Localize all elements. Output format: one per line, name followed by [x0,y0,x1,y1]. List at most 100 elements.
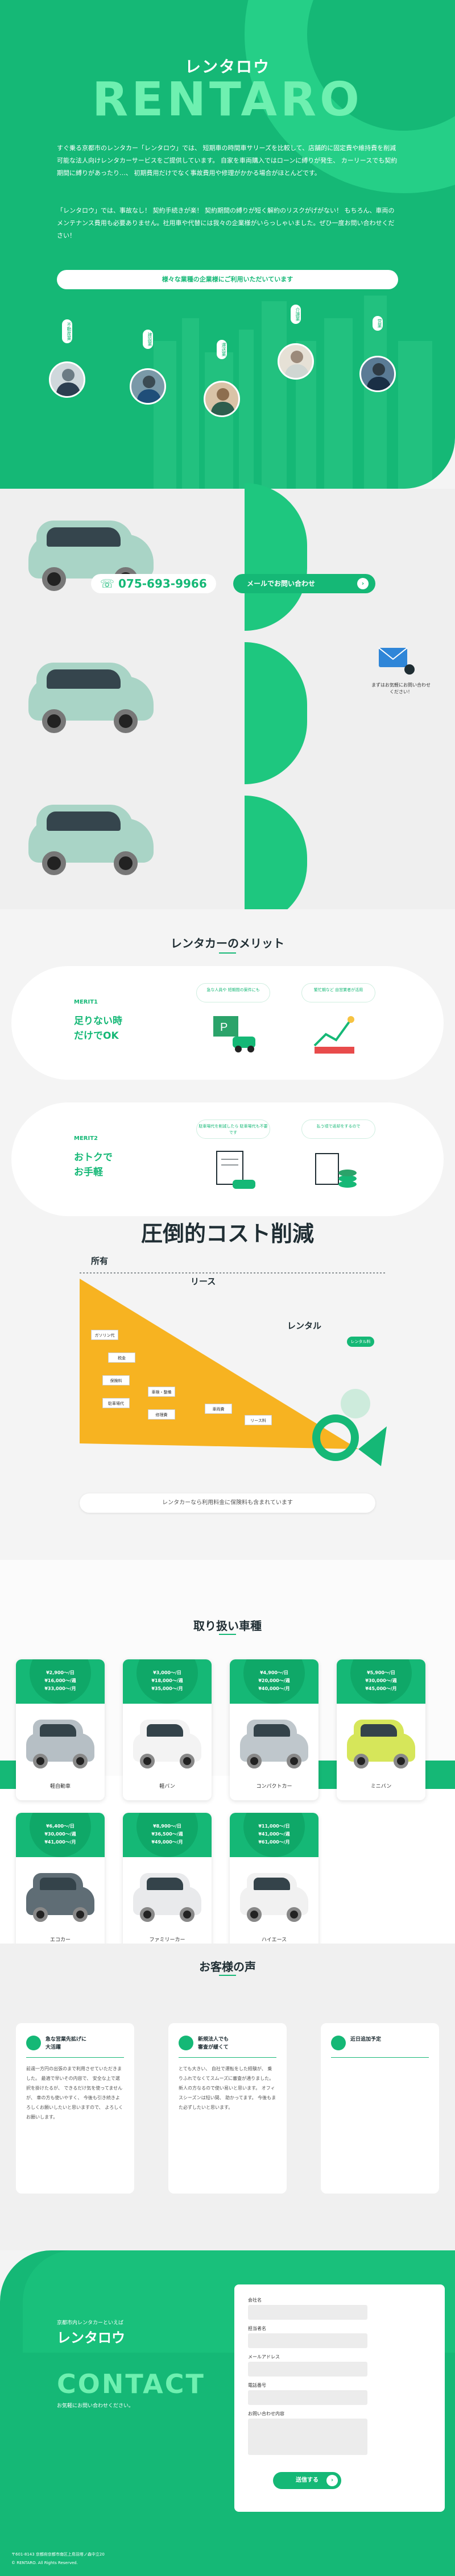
phone-number[interactable]: ☏ 075-693-9966 [91,574,216,593]
vehicle-name: ハイエース [261,1937,287,1943]
industry-photo [130,368,166,405]
mail-contact-button[interactable]: メールでお問い合わせ› [233,574,375,593]
cost-item: 保険料 [102,1375,130,1385]
field-label-company: 会社名 [248,2298,262,2303]
submit-button[interactable]: 送信する› [273,2472,341,2489]
cost-label-own: 所有 [91,1256,109,1266]
parking-illustration: P [213,1016,255,1052]
skyline-building [239,330,254,489]
vehicle-price: ¥20,000～/週 [258,1678,290,1683]
cost-item: 税金 [108,1352,135,1363]
hero-cta-pill[interactable]: 様々な業種の企業様にご利用いただいています [57,270,398,289]
vehicle-card: ¥3,000～/日¥18,000～/週¥35,000～/月軽バン [123,1659,212,1800]
voice-text: とても大きい、 自社で運転をした経験が、 乗りふれでなくてスムーズに審査が通りま… [179,2066,276,2110]
voice-text: 前週一方円の出張のまで利用させていただきました。 最適で早いその内容で、 安全な… [26,2066,123,2120]
vehicle-price: ¥41,000～/週 [258,1832,290,1837]
voice-title: 新規法人でも審査が緩くて [198,2037,229,2050]
merit-heading-line2: だけでOK [74,1030,119,1042]
field-label-message: お問い合わせ内容 [248,2411,284,2416]
phone-input[interactable] [248,2390,367,2405]
merit-heading-line1: 足りない時 [74,1016,122,1027]
contact-title: CONTACT [57,2369,205,2399]
vehicle-name: 軽自動車 [49,1784,71,1790]
contact-form: 会社名 担当者名 メールアドレス 電話番号 お問い合わせ内容 送信する› [234,2284,445,2512]
chart-illustration [313,1016,354,1054]
speech-bubble: 繁忙期など 自営業者が活用 [301,983,375,1002]
hero-paragraph-1: すぐ乗る京都市のレンタカー「レンタロウ」では、 短期車の時間車サリーズを比較して… [57,144,398,177]
vehicle-card: ¥6,400～/日¥30,000～/週¥41,000～/月エコカー [16,1813,105,1954]
cost-item: ガソリン代 [91,1330,118,1340]
industry-photo [359,356,396,392]
cost-label-rental: レンタル [287,1321,322,1331]
svg-text:P: P [220,1021,228,1034]
message-textarea[interactable] [248,2419,367,2455]
industry-label: 建設業 [143,330,153,349]
company-input[interactable] [248,2305,367,2320]
car-illustration [23,801,159,875]
industry-label: 不動産業 [62,319,72,343]
vehicle-price: ¥30,000～/週 [44,1832,76,1837]
arrow-right-icon: › [326,2475,338,2486]
voice-icon [179,2036,193,2050]
vehicle-card: ¥2,900～/日¥16,000～/週¥33,000～/月軽自動車 [16,1659,105,1800]
field-label-phone: 電話番号 [248,2383,266,2388]
vehicle-price: ¥18,000～/週 [151,1678,183,1683]
vehicle-illustration [133,1716,201,1773]
contract-illustration [216,1151,255,1189]
voice-title: 急な営業先拡げに大活躍 [46,2037,87,2050]
contact-logo: レンタロウ [57,2330,125,2346]
email-input[interactable] [248,2362,367,2377]
vehicle-card: ¥4,900～/日¥20,000～/週¥40,000～/月コンパクトカー [230,1659,318,1800]
vehicle-price: ¥41,000～/月 [44,1840,76,1845]
vehicle-price: ¥45,000～/月 [365,1686,397,1691]
voice-icon [331,2036,346,2050]
cost-item: 車検・整備 [148,1387,175,1397]
field-label-email: メールアドレス [248,2354,280,2359]
vehicle-card: ¥8,900～/日¥36,500～/週¥49,000～/月ファミリーカー [123,1813,212,1954]
skyline-building [324,318,353,489]
vehicle-name: コンパクトカー [256,1784,292,1790]
merit-heading-line1: おトクで [74,1152,113,1163]
footer-copyright: © RENTARO. All Rights Reserved. [11,2561,78,2565]
divider [179,2057,276,2058]
merit-label: MERIT1 [74,999,98,1005]
vehicle-name: ファミリーカー [149,1937,185,1943]
merit-card-1: MERIT1 足りない時 だけでOK 急な人員や 短期間の案件にも 繁忙期など … [11,966,444,1080]
vehicle-price: ¥4,900～/日 [260,1670,288,1675]
vehicle-illustration [26,1870,94,1926]
voice-title: 近日追加予定 [350,2037,382,2042]
merit-card-2: MERIT2 おトクで お手軽 駐車場代を削減したら 駐車場代も不要です 払う頃… [11,1102,444,1216]
voices-title: お客様の声 [199,1960,256,1974]
car-illustration [23,517,159,591]
name-input[interactable] [248,2333,367,2348]
hero-section: レンタロウ RENTARO すぐ乗る京都市のレンタカー「レンタロウ」では、 短期… [0,0,455,489]
title-underline [219,1975,236,1976]
skyline-building [398,341,432,489]
cost-label-lease: リース [191,1276,216,1287]
cost-item: 車両費 [205,1404,232,1414]
speech-bubble: 急な人員や 短期間の案件にも [196,983,270,1002]
title-underline [219,1634,236,1635]
vehicle-price: ¥2,900～/日 [46,1670,75,1675]
cost-item: 修理費 [148,1409,175,1420]
skyline-building [205,352,233,489]
vehicle-price: ¥61,000～/月 [258,1840,290,1845]
vehicle-price: ¥11,000～/日 [258,1824,290,1829]
voice-card: 急な営業先拡げに大活躍 前週一方円の出張のまで利用させていただきました。 最適で… [16,2023,134,2194]
hero-logo-jp: レンタロウ [184,57,270,76]
industry-photo [278,343,314,380]
hero-paragraph-2: 「レンタロウ」では、事故なし！ 契約手続きが楽！ 契約期間の縛りが短く解約のリス… [57,207,395,239]
voice-icon [26,2036,41,2050]
vehicle-price: ¥5,900～/日 [367,1670,395,1675]
vehicle-price: ¥36,500～/週 [151,1832,183,1837]
voice-card: 近日追加予定 [321,2023,439,2194]
cost-item: 駐車場代 [102,1398,130,1408]
vehicle-name: エコカー [49,1937,71,1943]
vehicle-name: 軽バン [159,1784,175,1790]
vehicle-illustration [347,1716,415,1773]
merit-label: MERIT2 [74,1135,98,1142]
vehicle-illustration [240,1870,308,1926]
vehicle-price: ¥8,900～/日 [153,1824,181,1829]
divider [26,2057,124,2058]
industry-label: 営業 [373,316,383,331]
